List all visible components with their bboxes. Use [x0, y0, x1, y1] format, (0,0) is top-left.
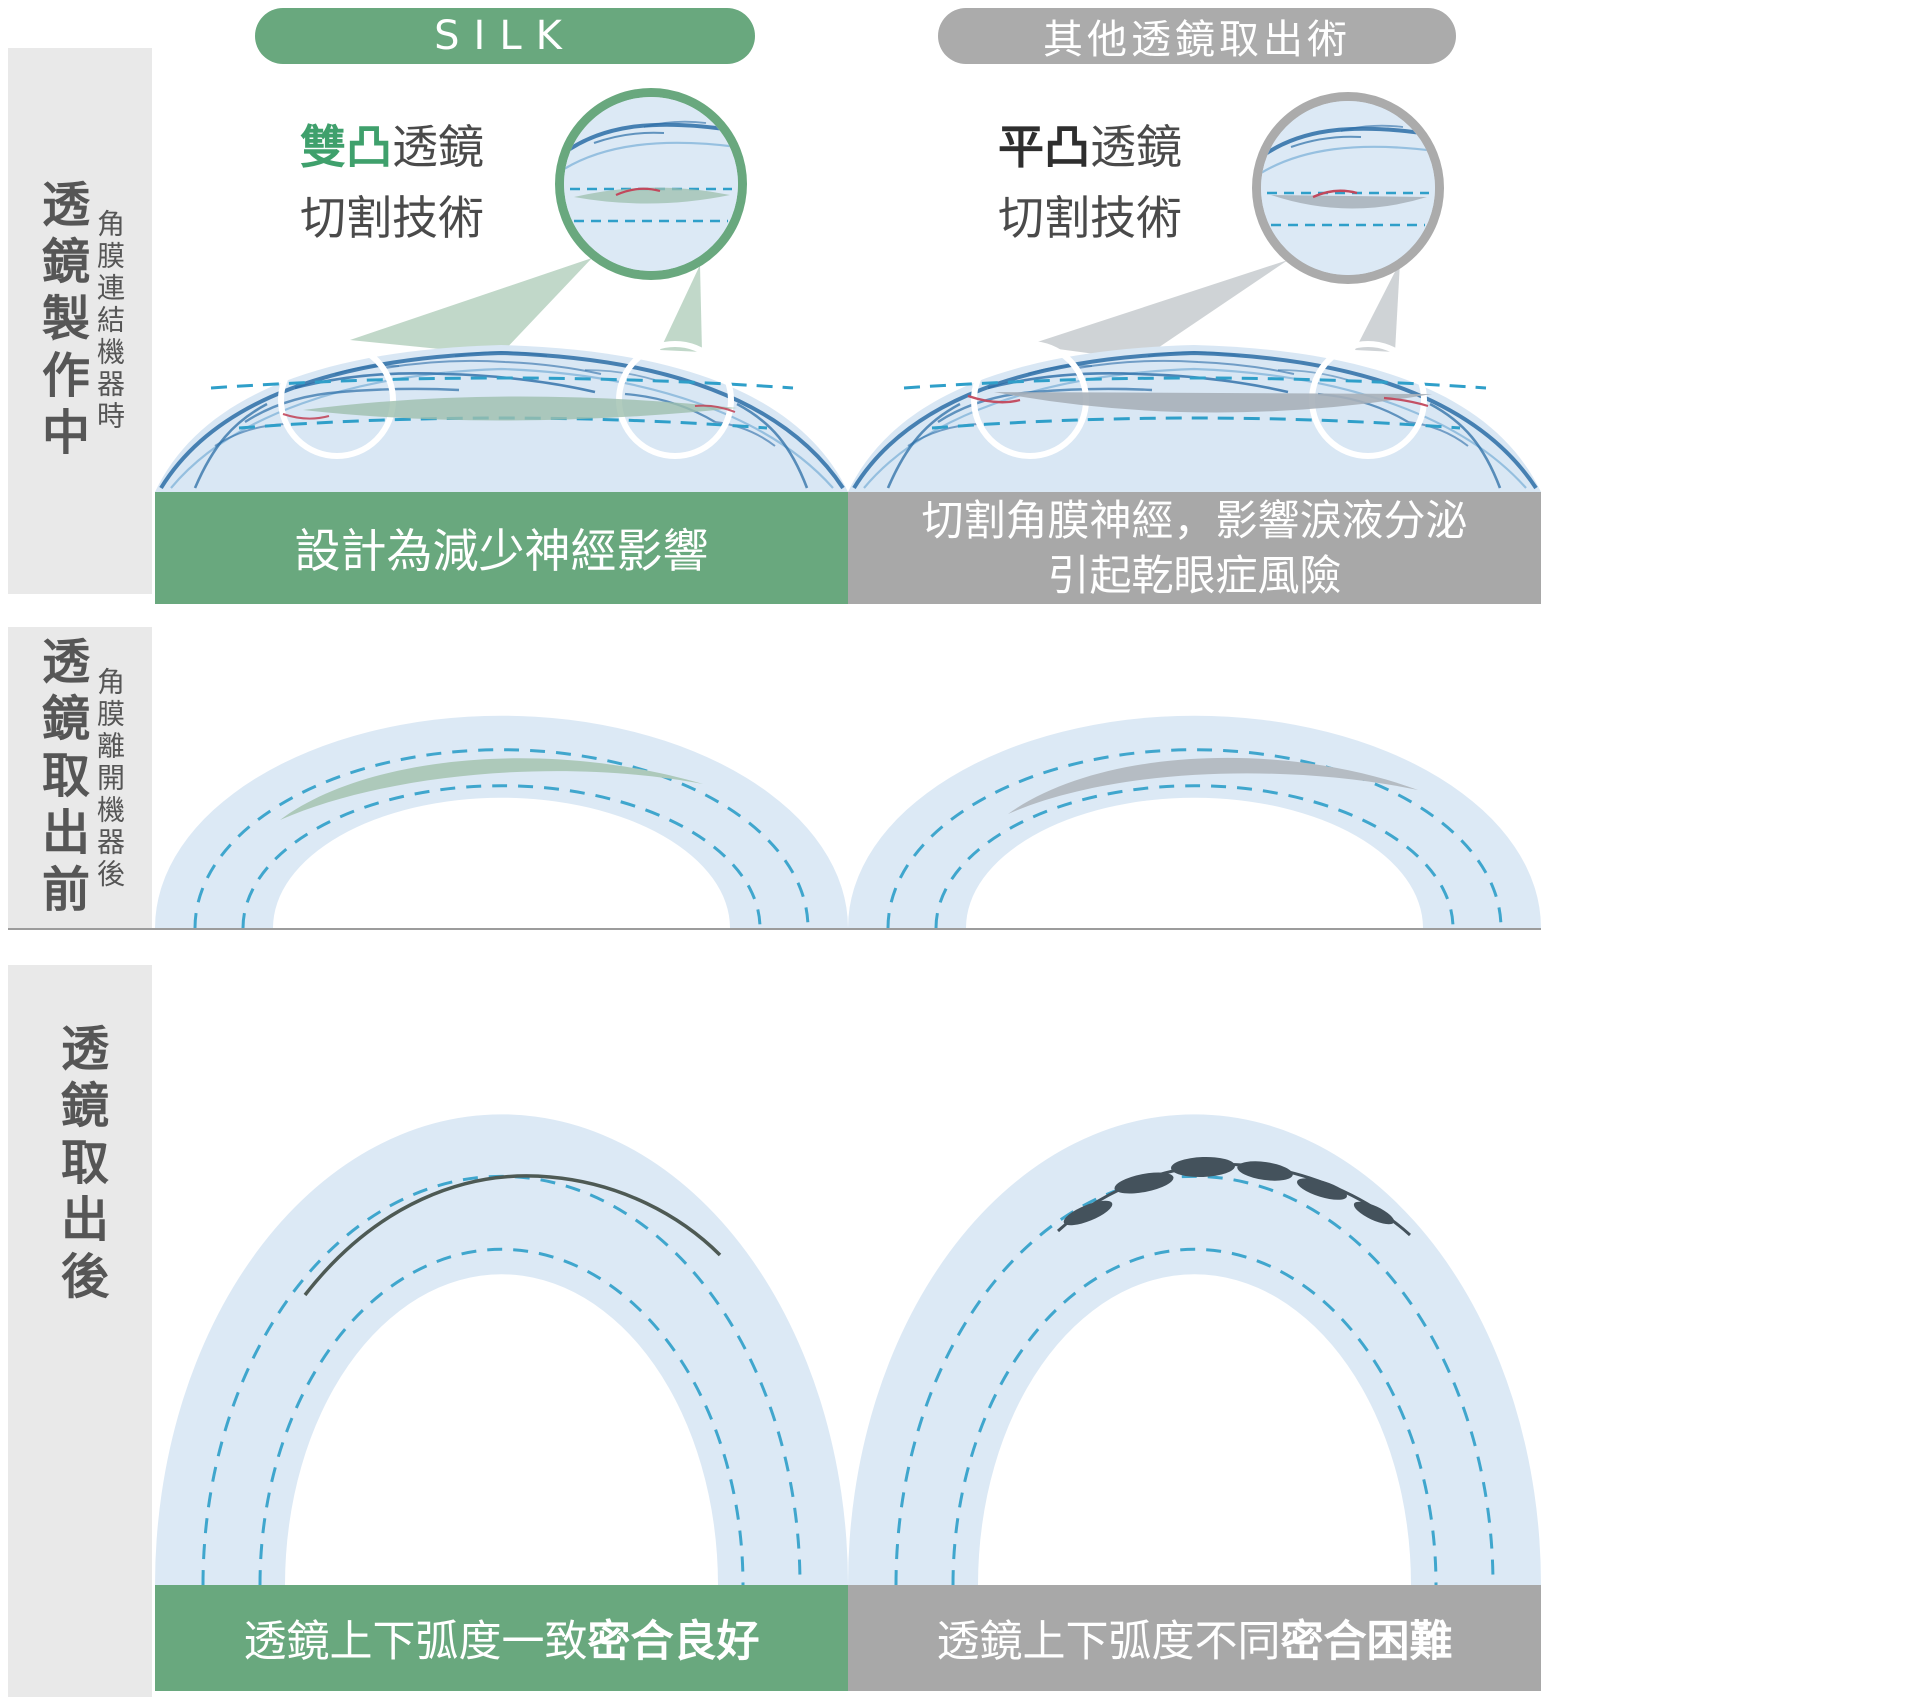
other-after-caption: 透鏡上下弧度不同密合困難: [848, 1585, 1541, 1691]
other-lens-crescent: [1008, 757, 1418, 814]
caption-normal: 透鏡上下弧度一致: [243, 1617, 588, 1667]
section-title: 透鏡取出後: [52, 1023, 108, 1308]
row-divider-line: [8, 928, 1541, 930]
silk-magnifier-art: [564, 97, 738, 271]
silk-cornea-illustration: [155, 330, 848, 492]
silk-technique-line2: 切割技術: [300, 191, 484, 246]
section-subtitle: 角膜連結機器時: [93, 209, 126, 433]
silk-making-caption: 設計為減少神經影響: [155, 492, 848, 604]
other-callout-wedge: [1028, 260, 1400, 360]
silk-technique-line1: 雙凸透鏡: [300, 112, 484, 183]
other-header-label: 其他透鏡取出術: [1043, 17, 1351, 63]
silk-callout-wedge: [350, 258, 702, 355]
silk-technique-emphasis: 雙凸: [300, 120, 392, 174]
caption-line1: 切割角膜神經，影響淚液分泌: [921, 495, 1468, 545]
section-label-before-extraction: 透鏡取出前 角膜離開機器後: [8, 627, 152, 930]
silk-biconvex-lens-shape: [303, 396, 737, 421]
silk-header-pill: SILK: [255, 8, 755, 64]
caption-line2: 引起乾眼症風險: [1047, 551, 1342, 600]
caption-strong: 密合困難: [1280, 1617, 1453, 1667]
section-title: 透鏡取出前: [33, 636, 89, 921]
section-label-lens-making: 透鏡製作中 角膜連結機器時: [8, 48, 152, 594]
caption-text: 透鏡上下弧度不同密合困難: [937, 1607, 1453, 1669]
silk-magnifier-circle: [555, 88, 747, 280]
silk-technique-rest: 透鏡: [392, 120, 484, 174]
silk-smooth-seal-line: [303, 1174, 722, 1297]
other-bumpy-seal-line: [1056, 1156, 1412, 1237]
caption-strong: 密合良好: [587, 1617, 760, 1667]
other-cornea-illustration: [848, 330, 1541, 492]
silk-lens-crescent: [280, 758, 703, 820]
other-technique-rest: 透鏡: [1090, 120, 1182, 174]
silk-after-caption: 透鏡上下弧度一致密合良好: [155, 1585, 848, 1691]
section-subtitle: 角膜離開機器後: [93, 666, 126, 891]
section-label-after-extraction: 透鏡取出後: [8, 965, 152, 1697]
other-technique-label: 平凸透鏡 切割技術: [998, 112, 1182, 255]
silk-arch-after-extraction: [155, 1112, 848, 1585]
other-magnifier-circle: [1252, 92, 1444, 284]
silk-technique-label: 雙凸透鏡 切割技術: [300, 112, 484, 255]
other-technique-line2: 切割技術: [998, 191, 1182, 246]
other-technique-emphasis: 平凸: [998, 120, 1090, 174]
other-arch-after-extraction: [848, 1112, 1541, 1585]
other-technique-line1: 平凸透鏡: [998, 112, 1182, 183]
section-title: 透鏡製作中: [33, 178, 89, 464]
other-planoconvex-lens-shape: [994, 392, 1432, 413]
caption-text: 透鏡上下弧度一致密合良好: [244, 1607, 760, 1669]
other-magnifier-art: [1261, 101, 1435, 275]
caption-text: 設計為減少神經影響: [294, 524, 709, 578]
other-header-pill: 其他透鏡取出術: [938, 8, 1456, 64]
silk-header-label: SILK: [434, 13, 576, 59]
silk-arch-before-extraction: [155, 714, 848, 928]
other-making-caption: 切割角膜神經，影響淚液分泌 引起乾眼症風險: [848, 492, 1541, 604]
other-arch-before-extraction: [848, 714, 1541, 928]
caption-normal: 透鏡上下弧度不同: [936, 1617, 1281, 1667]
